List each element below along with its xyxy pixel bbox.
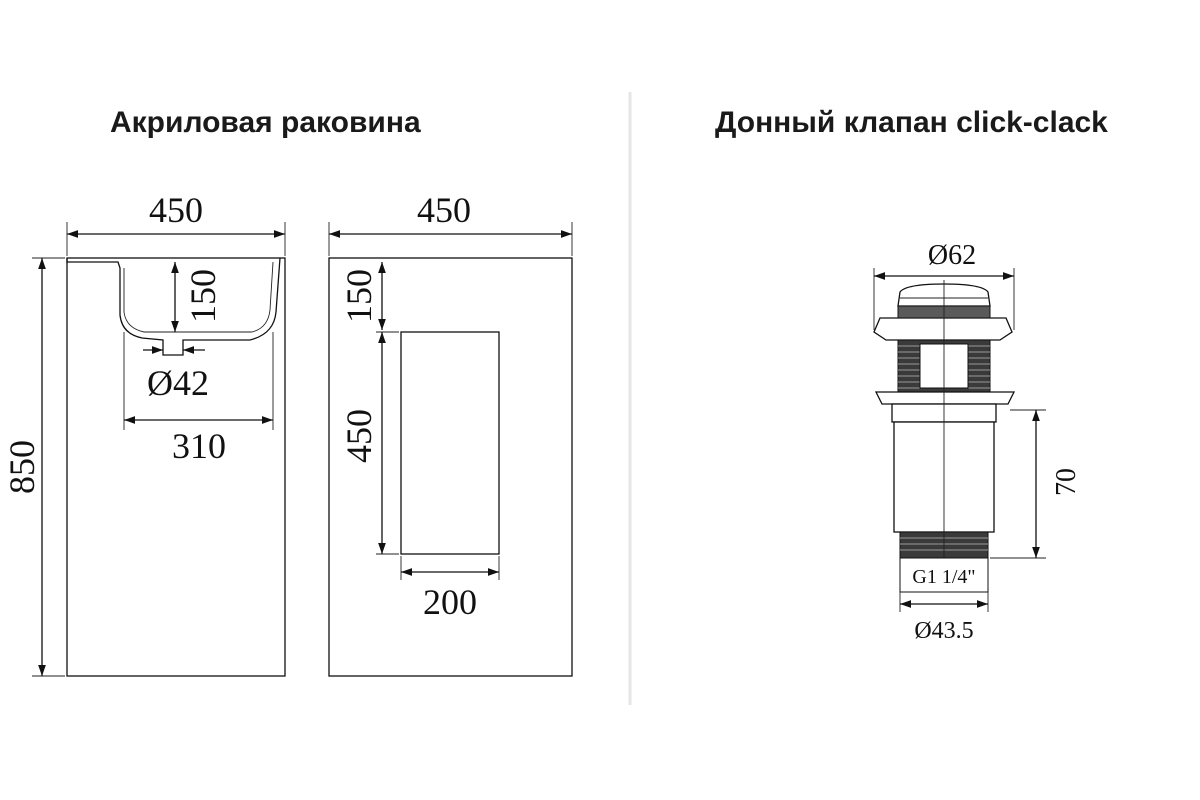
side-width-label: 450 (417, 190, 471, 230)
valve-lower-flange (874, 391, 1016, 405)
bowl-depth-label: 150 (183, 269, 223, 323)
outlet-diameter-label: Ø43.5 (914, 618, 973, 644)
bowl-width-label: 310 (172, 426, 226, 466)
sink-section-title: Акриловая раковина (110, 106, 421, 139)
sink-bowl-inner (123, 261, 274, 333)
panel-width-label: 200 (423, 582, 477, 622)
valve-upper-flange (873, 317, 1013, 341)
front-height-label: 850 (2, 440, 42, 494)
drain-diameter-label: Ø42 (147, 363, 209, 403)
valve-section-title: Донный клапан click-clack (715, 106, 1108, 139)
sink-bowl-profile (66, 257, 281, 356)
drain-valve-drawing: Ø62 70 G1 1/4" Ø43.5 (873, 240, 1082, 644)
length-label: 70 (1051, 468, 1082, 496)
sink-side-outline (328, 257, 573, 677)
sink-front-outline (66, 257, 286, 677)
sink-front-view: 450 850 150 Ø42 310 (2, 190, 286, 677)
front-width-label: 450 (149, 190, 203, 230)
sink-side-view: 450 150 450 200 (328, 190, 573, 677)
panel-height-label: 450 (339, 409, 379, 463)
panel-offset-label: 150 (339, 269, 379, 323)
thread-label-frame (899, 557, 989, 593)
cap-diameter-label: Ø62 (928, 240, 976, 271)
access-panel (400, 331, 500, 555)
thread-label: G1 1/4" (912, 566, 975, 588)
